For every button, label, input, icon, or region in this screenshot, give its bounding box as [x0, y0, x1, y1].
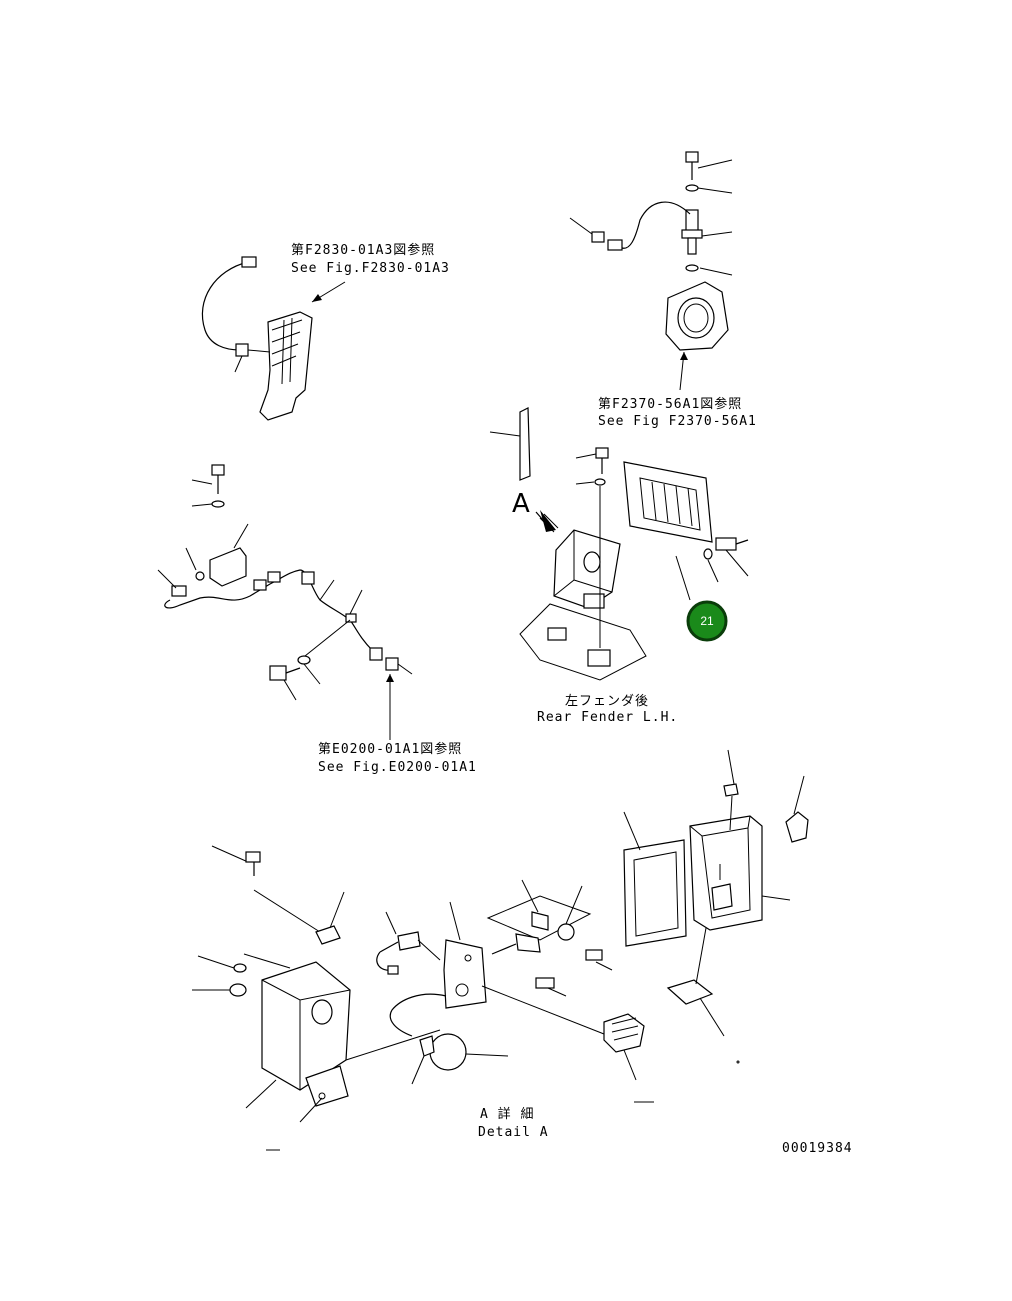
pedal-assembly [201, 256, 346, 421]
callout-badge-number[interactable]: 21 [700, 614, 714, 628]
drawing-number: 00019384 [782, 1141, 853, 1156]
callout-badge-ring [686, 600, 728, 642]
detail-a-title-en: Detail A [478, 1125, 549, 1140]
ref-e0200-en: See Fig.E0200-01A1 [318, 760, 477, 775]
callout-badge-circle[interactable] [688, 602, 726, 640]
location-rear-fender-en: Rear Fender L.H. [537, 710, 678, 725]
ref-f2370-en: See Fig F2370-56A1 [598, 414, 757, 429]
detail-a-title-jp: A 詳 細 [480, 1106, 534, 1122]
ref-f2370-jp: 第F2370-56A1図参照 [598, 396, 742, 412]
sensor-assembly [569, 151, 733, 391]
ref-f2830-jp: 第F2830-01A3図参照 [291, 242, 435, 258]
harness-bracket-assembly [157, 464, 413, 740]
view-letter-a: A [512, 489, 530, 519]
rear-fender-box-assembly [489, 407, 749, 681]
ref-e0200-jp: 第E0200-01A1図参照 [318, 741, 462, 757]
detail-a-assembly [192, 749, 809, 1151]
callout-badge-21[interactable]: 21 [686, 600, 728, 642]
location-rear-fender-jp: 左フェンダ後 [565, 694, 649, 709]
ref-f2830-en: See Fig.F2830-01A3 [291, 261, 450, 276]
